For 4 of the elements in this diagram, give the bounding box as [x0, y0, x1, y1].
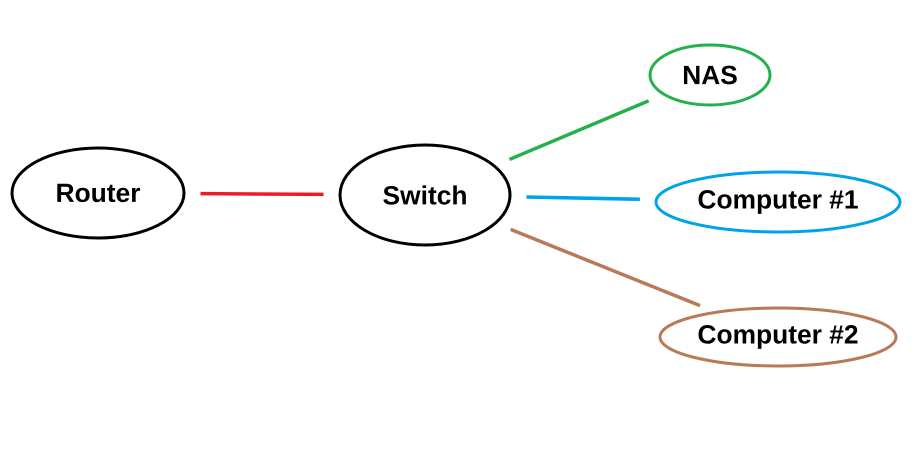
connection-line	[510, 228, 701, 308]
connection-line	[200, 192, 324, 196]
connection-line	[508, 99, 650, 162]
connection-line	[526, 195, 640, 202]
